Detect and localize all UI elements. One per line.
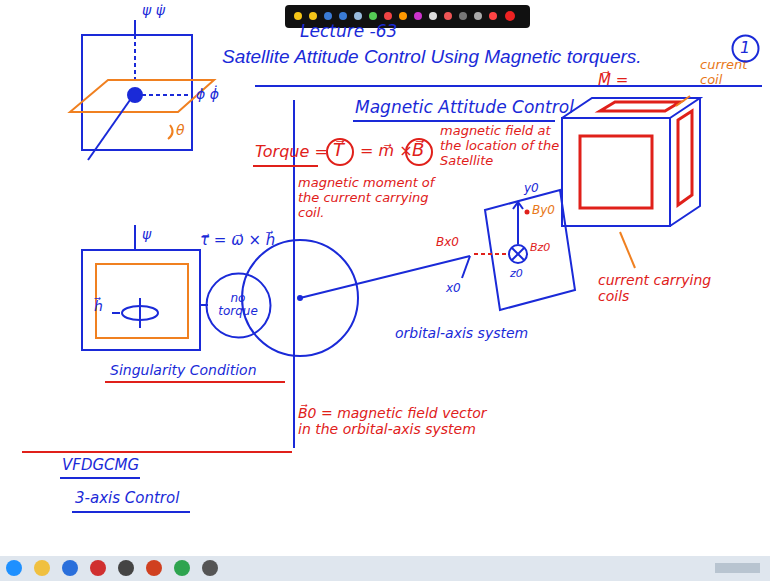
taskbar-icons: [6, 560, 760, 576]
node-text: 1: [740, 39, 750, 57]
annotation: B⃗0 = magnetic field vector in the orbit…: [298, 405, 498, 437]
underline: [353, 120, 555, 122]
lecture-number: Lecture -63: [300, 22, 397, 42]
leader-line: [676, 96, 690, 106]
axis-label: x0: [446, 282, 461, 296]
annotation: magnetic field at the location of the Sa…: [440, 124, 565, 169]
annotation: Singularity Condition: [110, 362, 257, 378]
vector-symbol: B⃗: [412, 140, 424, 161]
title-rule: [255, 85, 762, 87]
annotation: current coil: [700, 58, 762, 88]
field-component-label: Bx0: [436, 236, 459, 250]
orbit-figure: [242, 190, 575, 356]
annotation: VFDGCMG: [62, 457, 139, 474]
field-component: [525, 210, 530, 215]
field-component-label: Bz0: [530, 242, 550, 255]
annotation: current carrying coils: [598, 272, 713, 304]
section-heading: Magnetic Attitude Control: [355, 98, 574, 118]
callout-circle: no torque: [205, 272, 272, 339]
gimbal-figure: [82, 225, 208, 350]
underline: [72, 511, 190, 513]
axis-label: z0: [510, 268, 523, 281]
vector-symbol: T⃗: [333, 140, 344, 161]
field-component: [474, 253, 507, 255]
field-component-label: By0: [532, 204, 555, 218]
current-coil: [580, 102, 692, 208]
slide-title: Satellite Attitude Control Using Magneti…: [222, 46, 642, 68]
emphasis-circle: [327, 139, 353, 165]
gimbal-figure: [70, 20, 214, 160]
underline: [105, 381, 285, 383]
annotation: magnetic moment of the current carrying …: [298, 176, 448, 221]
page-number-circle: 1: [731, 34, 760, 63]
coil-cube: [562, 98, 700, 226]
equation-term: Torque =: [255, 143, 328, 161]
angle-label: ψ ψ̇: [142, 2, 165, 18]
underline: [60, 477, 140, 479]
angle-label: ψ: [142, 226, 151, 242]
annotation: orbital-axis system: [395, 325, 528, 341]
equation-term: = m⃗ ×: [360, 142, 413, 160]
equation-term: M⃗ =: [598, 72, 628, 89]
taskbar: [0, 556, 770, 581]
leader-line: [620, 232, 635, 268]
underline: [253, 165, 318, 167]
divider: [22, 451, 292, 453]
angle-label: θ: [176, 122, 185, 138]
node-text: no torque: [212, 292, 264, 318]
toolbar-icons: [294, 11, 515, 21]
axis-label: y0: [524, 182, 539, 196]
angle-label: ϕ ϕ̇: [196, 86, 219, 102]
annotation: 3-axis Control: [75, 490, 179, 507]
vector-symbol: h⃗: [94, 298, 103, 314]
equation-term: τ⃗ = ω⃗ × h⃗: [200, 232, 275, 249]
